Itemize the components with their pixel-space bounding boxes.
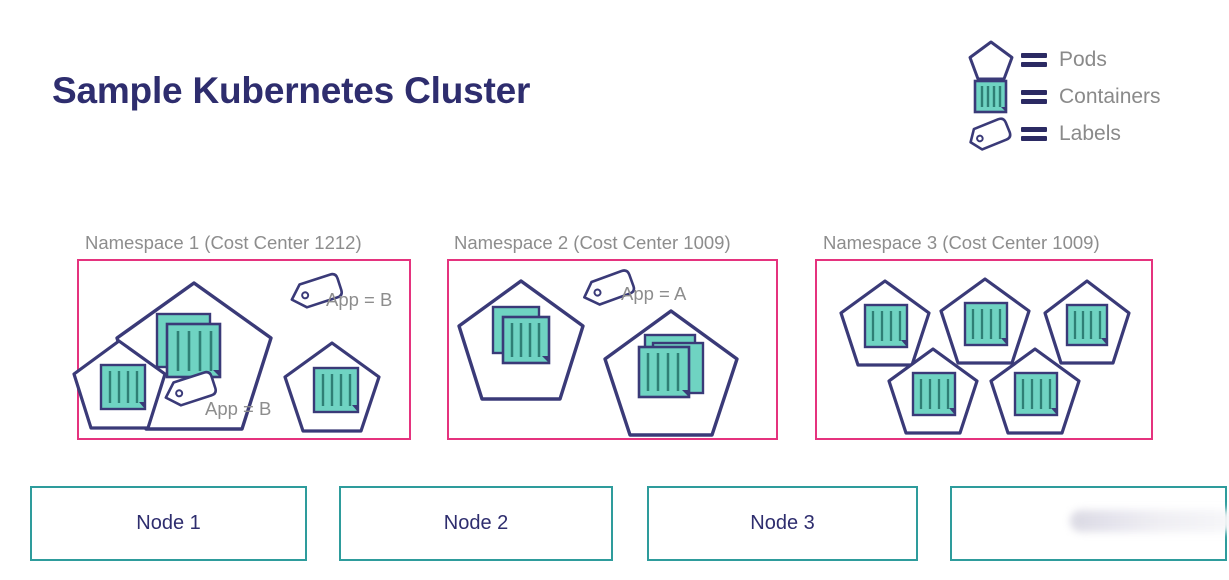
ns3-pod-2: [939, 277, 1031, 365]
legend-label-containers: Containers: [1059, 85, 1161, 108]
node-1-label: Node 1: [136, 512, 201, 534]
equals-icon: [1019, 114, 1049, 154]
pentagon-pod-icon: [965, 40, 1017, 81]
page-title: Sample Kubernetes Cluster: [52, 70, 531, 111]
legend: Pods Containers: [965, 40, 1215, 165]
legend-item-pods: Pods: [965, 40, 1107, 81]
ns3-pod-1: [839, 279, 931, 367]
node-2-label: Node 2: [443, 512, 509, 534]
ns3-pod-5: [989, 347, 1081, 435]
container-icon: [965, 77, 1017, 117]
namespace-1-box: [72, 259, 411, 440]
ns2-pod-right: [603, 309, 739, 437]
legend-label-pods: Pods: [1059, 48, 1107, 71]
namespace-3-label: Namespace 3 (Cost Center 1009): [823, 232, 1100, 253]
node-box-4[interactable]: [950, 486, 1229, 561]
legend-item-containers: Containers: [965, 77, 1161, 117]
node-box-1[interactable]: Node 1: [30, 486, 307, 561]
redacted-text-blur: [1070, 510, 1229, 532]
equals-icon: [1019, 77, 1049, 117]
node-box-2[interactable]: Node 2: [339, 486, 613, 561]
ns2-tag-text: App = A: [621, 283, 687, 304]
namespace-2-label: Namespace 2 (Cost Center 1009): [454, 232, 731, 253]
tag-label-icon: [965, 114, 1017, 154]
ns1-tag-top-icon: [290, 272, 344, 309]
ns1-pod-right: [283, 341, 381, 433]
equals-icon: [1019, 40, 1049, 80]
ns3-pod-4: [887, 347, 979, 435]
legend-item-labels: Labels: [965, 114, 1121, 154]
ns1-tag-bottom-icon: [164, 370, 218, 407]
ns1-tag-bottom-text: App = B: [205, 398, 272, 419]
namespace-1-label: Namespace 1 (Cost Center 1212): [85, 232, 362, 253]
ns3-pod-3: [1043, 279, 1131, 365]
legend-label-labels: Labels: [1059, 122, 1121, 145]
node-box-3[interactable]: Node 3: [647, 486, 918, 561]
ns1-pod-left: [72, 339, 167, 430]
ns2-tag-icon: [583, 269, 636, 306]
ns1-tag-top-text: App = B: [326, 289, 393, 310]
namespace-3-box: [815, 259, 1153, 440]
ns2-pod-left: [457, 279, 585, 401]
node-3-label: Node 3: [750, 512, 815, 534]
namespace-2-box: [447, 259, 778, 440]
